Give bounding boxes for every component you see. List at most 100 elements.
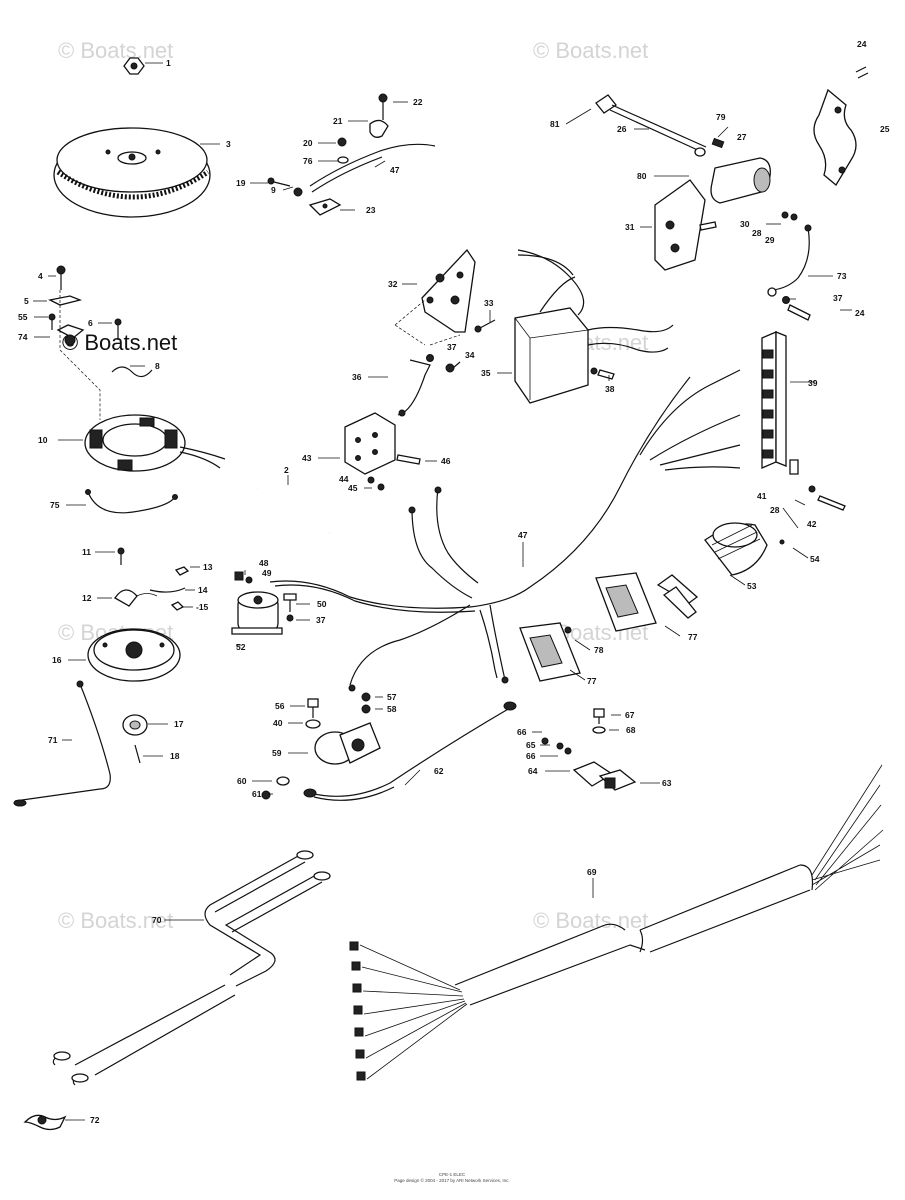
- part-nut-61: [261, 790, 271, 800]
- callout: -15: [196, 602, 209, 612]
- watermark-bottom-right: © Boats.net: [533, 908, 648, 933]
- callout: 77: [587, 676, 597, 686]
- callout: 67: [625, 710, 635, 720]
- callout: 50: [317, 599, 327, 609]
- part-screw-33: [474, 319, 496, 333]
- part-screw-34: [445, 361, 461, 373]
- watermark-top-left: © Boats.net: [58, 38, 173, 63]
- part-nut-37b: [286, 614, 294, 622]
- part-nut-45: [377, 483, 385, 491]
- callout: 25: [880, 124, 890, 134]
- part-screw-78: [564, 626, 572, 634]
- part-nut-29: [790, 213, 798, 221]
- callout: 34: [465, 350, 475, 360]
- part-harness-47: [269, 369, 741, 692]
- callout: 29: [765, 235, 775, 245]
- callout: 43: [302, 453, 312, 463]
- part-solenoid-52: [231, 591, 283, 635]
- callout: 9: [271, 185, 276, 195]
- part-sleeve-2: [256, 485, 332, 536]
- watermark-top-right: © Boats.net: [533, 38, 648, 63]
- part-timer-base-16: [87, 628, 181, 682]
- part-screw-56: [307, 698, 319, 718]
- callout: 6: [88, 318, 93, 328]
- callout: 70: [152, 915, 162, 925]
- part-nut-37c: [782, 296, 790, 304]
- callout: 10: [38, 435, 48, 445]
- part-key-18: [134, 744, 141, 764]
- callout: 76: [303, 156, 313, 166]
- callout: 59: [272, 748, 282, 758]
- part-screw-22: [378, 93, 388, 120]
- callout: 42: [807, 519, 817, 529]
- part-motor-27: [710, 157, 771, 204]
- callout: 55: [18, 312, 28, 322]
- part-screw-50: [283, 593, 297, 612]
- callout: 61: [252, 789, 262, 799]
- part-jumper-41: [789, 459, 799, 475]
- footer: CPE-1 ELEC Page design © 2004 - 2017 by …: [394, 1172, 509, 1183]
- part-nut-44: [367, 476, 375, 484]
- part-nut-48: [234, 571, 244, 581]
- part-cable-26: [595, 94, 707, 153]
- callout: 68: [626, 725, 636, 735]
- callout: 36: [352, 372, 362, 382]
- callout: 44: [339, 474, 349, 484]
- part-screw-19: [267, 177, 291, 187]
- callout: 54: [810, 554, 820, 564]
- callout: 35: [481, 368, 491, 378]
- callout: 41: [757, 491, 767, 501]
- callout: 5: [24, 296, 29, 306]
- callout: 45: [348, 483, 358, 493]
- callout: 72: [90, 1115, 100, 1125]
- part-clip-13: [174, 566, 190, 576]
- part-screw-46: [396, 454, 421, 465]
- part-plate-77-upper: [595, 572, 657, 632]
- callout: 24: [855, 308, 865, 318]
- part-nut-65: [556, 742, 564, 750]
- part-screw-55: [48, 313, 56, 330]
- callout: 1: [166, 58, 171, 68]
- part-clamp-5: [48, 295, 83, 306]
- callout: 38: [605, 384, 615, 394]
- callout: 53: [747, 581, 757, 591]
- callout: 73: [837, 271, 847, 281]
- leader-lines: [33, 62, 852, 1121]
- part-nut-37: [426, 354, 434, 362]
- callout: 74: [18, 332, 28, 342]
- part-clip-79: [711, 137, 725, 149]
- callout: 14: [198, 585, 208, 595]
- part-washer-40: [305, 719, 321, 729]
- callout: 18: [170, 751, 180, 761]
- callout: 48: [259, 558, 269, 568]
- part-bracket-25: [813, 88, 857, 186]
- callout: 79: [716, 112, 726, 122]
- callout: 75: [50, 500, 60, 510]
- part-clip-15: [170, 601, 185, 611]
- callout: 56: [275, 701, 285, 711]
- callout: 30: [740, 219, 750, 229]
- callout: 40: [273, 718, 283, 728]
- part-nut-57: [361, 692, 371, 702]
- part-screw-38: [590, 367, 615, 380]
- part-wire-36: [397, 359, 431, 417]
- part-screw-24-lower: [787, 304, 811, 321]
- part-nut-49: [245, 576, 253, 584]
- part-wire-47-top: [309, 143, 436, 193]
- callout: 12: [82, 593, 92, 603]
- callout: 11: [82, 547, 91, 557]
- part-spring-8: [111, 366, 153, 378]
- footer-copyright: Page design © 2004 - 2017 by ARI Network…: [394, 1177, 509, 1183]
- watermark-mid-left: © Boats.net: [62, 330, 177, 355]
- callout: 63: [662, 778, 672, 788]
- part-nut-1: [123, 57, 145, 75]
- callout: 64: [528, 766, 538, 776]
- callout: 69: [587, 867, 597, 877]
- part-screws-24-top: [855, 66, 869, 79]
- part-screw-42: [817, 495, 846, 511]
- part-screw-11: [117, 547, 125, 565]
- part-wire-73: [767, 224, 812, 297]
- callout: 4: [38, 271, 43, 281]
- callout: 66: [526, 751, 536, 761]
- part-clip-74: [56, 324, 85, 346]
